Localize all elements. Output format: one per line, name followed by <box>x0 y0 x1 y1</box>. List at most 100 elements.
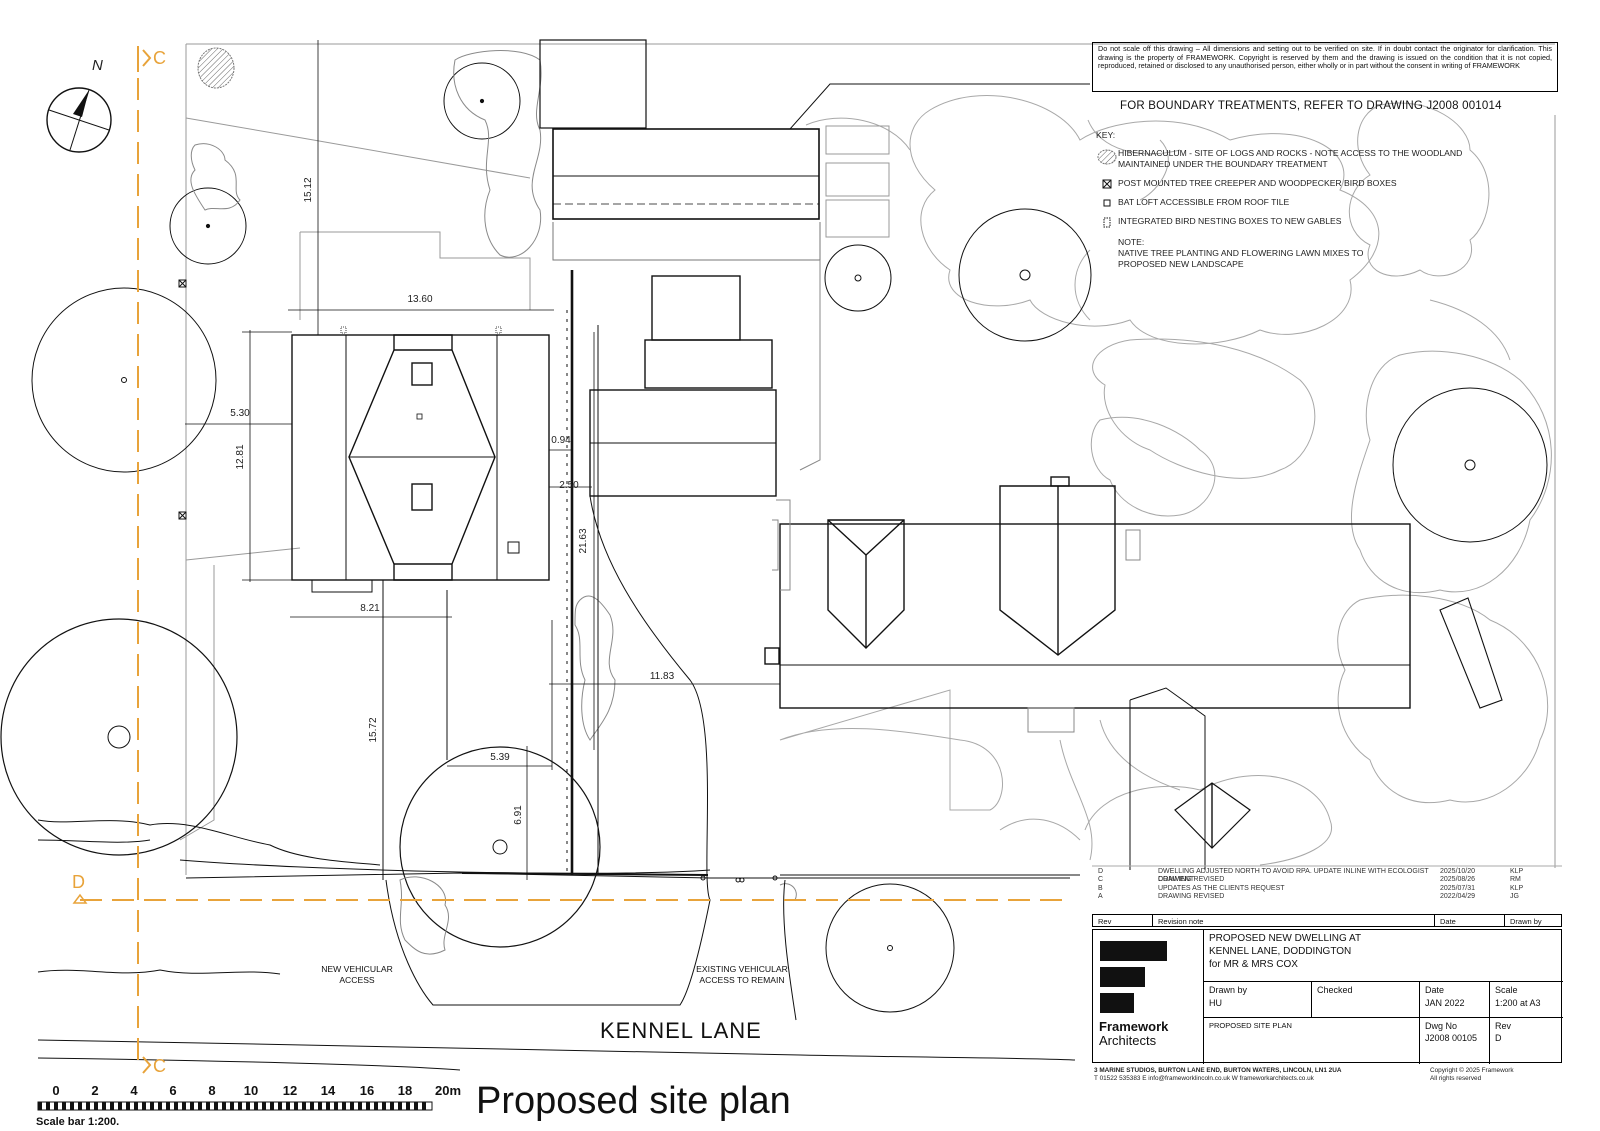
key-label-hibernaculum: HIBERNACULUM - SITE OF LOGS AND ROCKS - … <box>1118 148 1463 169</box>
boundary-treatment-note: FOR BOUNDARY TREATMENTS, REFER TO DRAWIN… <box>1120 100 1502 112</box>
scale-bar-caption: Scale bar 1:200. <box>36 1116 120 1128</box>
scale-tick: 20m <box>434 1083 462 1098</box>
scale-bar <box>37 1101 433 1111</box>
key-item-bat-loft: BAT LOFT ACCESSIBLE FROM ROOF TILE <box>1096 197 1516 208</box>
key-note-text: NATIVE TREE PLANTING AND FLOWERING LAWN … <box>1118 248 1364 269</box>
proposed-dwelling <box>291 326 550 593</box>
lane-name: KENNEL LANE <box>600 1018 762 1043</box>
rev-date-col-header: Date <box>1435 915 1505 926</box>
section-c-top: C <box>153 48 166 68</box>
company-address: 3 MARINE STUDIOS, BURTON LANE END, BURTO… <box>1094 1067 1342 1082</box>
square-icon <box>1103 199 1111 207</box>
bird-box-icon <box>1102 179 1112 189</box>
company-name: Framework <box>1099 1019 1169 1034</box>
drawing-title: PROPOSED SITE PLAN <box>1203 1017 1419 1064</box>
existing-access-label: EXISTING VEHICULAR ACCESS TO REMAIN <box>696 964 788 985</box>
neighbour-dwelling <box>589 275 1503 870</box>
copyright-note: Copyright © 2025 Framework All rights re… <box>1430 1067 1514 1082</box>
rev-by-col-header: Drawn by <box>1510 917 1542 926</box>
dim-21-63: 21.63 <box>578 528 589 553</box>
dashed-square-icon <box>1103 217 1111 228</box>
boundary-fences <box>566 270 599 875</box>
drawn-by-value: HU <box>1209 998 1222 1008</box>
section-c-bottom: C <box>153 1056 166 1076</box>
dim-5-39: 5.39 <box>490 752 510 763</box>
scale-tick: 6 <box>169 1083 177 1098</box>
dim-15-12: 15.12 <box>303 177 314 202</box>
title-block: Framework Architects PROPOSED NEW DWELLI… <box>1092 929 1563 1064</box>
key-item-bird-box: POST MOUNTED TREE CREEPER AND WOODPECKER… <box>1096 178 1516 189</box>
neighbour-details <box>772 260 1141 733</box>
revision-header: Rev Revision note Date Drawn by <box>1092 914 1562 927</box>
section-lines <box>72 46 1070 1074</box>
new-access-label: NEW VEHICULAR ACCESS <box>321 964 393 985</box>
north-arrow <box>46 87 112 153</box>
dim-5-30: 5.30 <box>230 408 250 419</box>
rev-col-header: Rev <box>1093 915 1153 926</box>
hibernaculum-hatch <box>197 47 235 89</box>
scale-value: 1:200 at A3 <box>1495 998 1541 1008</box>
key-legend: KEY: HIBERNACULUM - SITE OF LOGS AND ROC… <box>1096 130 1516 270</box>
driveways <box>179 495 797 1021</box>
project-title: PROPOSED NEW DWELLING AT KENNEL LANE, DO… <box>1203 929 1563 981</box>
scale-bar-ticks: 0 2 4 6 8 10 12 14 16 18 20m <box>36 1083 461 1098</box>
key-label-bat-loft: BAT LOFT ACCESSIBLE FROM ROOF TILE <box>1118 197 1290 207</box>
dim-0-94: 0.94 <box>551 435 571 446</box>
scale-tick: 2 <box>91 1083 99 1098</box>
key-note-title: NOTE: <box>1118 237 1145 247</box>
dim-2-50: 2.50 <box>559 480 579 491</box>
scale-tick: 4 <box>130 1083 138 1098</box>
dim-11-83: 11.83 <box>650 671 675 682</box>
key-label-bird-box: POST MOUNTED TREE CREEPER AND WOODPECKER… <box>1118 178 1397 188</box>
dim-8-21: 8.21 <box>360 603 380 614</box>
company-name-sub: Architects <box>1099 1033 1157 1048</box>
key-label-nesting-box: INTEGRATED BIRD NESTING BOXES TO NEW GAB… <box>1118 216 1342 226</box>
key-item-hibernaculum: HIBERNACULUM - SITE OF LOGS AND ROCKS - … <box>1096 148 1516 170</box>
gate-markers <box>461 872 778 883</box>
outbuildings <box>539 39 890 261</box>
rev-note-col-header: Revision note <box>1153 915 1435 926</box>
date-value: JAN 2022 <box>1425 998 1465 1008</box>
dim-13-60: 13.60 <box>407 294 432 305</box>
rev-value: D <box>1495 1033 1502 1043</box>
company-logo-mark <box>1100 967 1145 987</box>
dim-15-72: 15.72 <box>368 717 379 742</box>
scale-tick: 0 <box>52 1083 60 1098</box>
scale-tick: 8 <box>208 1083 216 1098</box>
road-edges <box>37 819 1080 1071</box>
scale-tick: 16 <box>359 1083 375 1098</box>
company-logo-mark <box>1100 941 1167 961</box>
disclaimer-box: Do not scale off this drawing – All dime… <box>1092 42 1558 92</box>
section-mark-labels: C C D <box>72 48 166 1076</box>
company-logo-mark <box>1100 993 1134 1013</box>
checked-cell: Checked <box>1311 981 1419 1017</box>
landscape-outlines <box>779 95 1552 866</box>
plan-title: Proposed site plan <box>476 1080 791 1122</box>
dimension-lines <box>185 40 780 880</box>
dim-12-81: 12.81 <box>235 444 246 469</box>
dwg-no-value: J2008 00105 <box>1425 1033 1478 1043</box>
north-label: N <box>92 57 103 74</box>
key-title: KEY: <box>1096 130 1116 140</box>
scale-tick: 10 <box>243 1083 259 1098</box>
trees <box>0 62 1548 1013</box>
scale-tick: 18 <box>397 1083 413 1098</box>
dim-6-91: 6.91 <box>513 805 524 825</box>
hatched-circle-icon <box>1097 149 1117 165</box>
dimension-labels: 15.12 13.60 5.30 12.81 0.94 2.50 21.63 8… <box>230 177 674 825</box>
scale-tick: 12 <box>282 1083 298 1098</box>
key-item-nesting-box: INTEGRATED BIRD NESTING BOXES TO NEW GAB… <box>1096 216 1516 229</box>
section-d-left: D <box>72 872 85 892</box>
scale-tick: 14 <box>320 1083 336 1098</box>
